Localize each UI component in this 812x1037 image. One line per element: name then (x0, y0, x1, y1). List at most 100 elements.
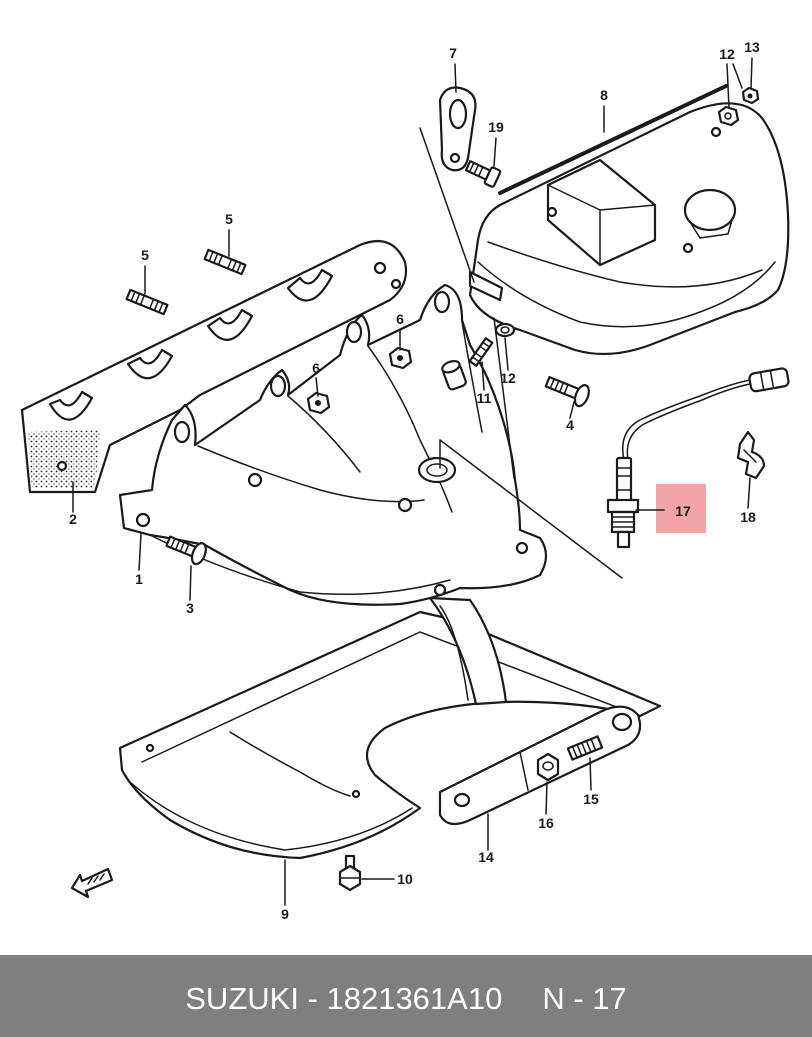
gasket-port-saddle (206, 308, 254, 341)
wire-clip-outline (736, 430, 766, 480)
callout-label: 6 (312, 360, 320, 376)
exhaust-manifold (118, 283, 548, 606)
manifold-outlet-flange (417, 456, 457, 484)
nut-bore (747, 93, 753, 99)
bracket-hole (453, 792, 471, 808)
callout-label: 3 (186, 600, 194, 616)
nut-6-upper (388, 346, 413, 370)
construction-lines (419, 127, 623, 579)
leader-line (454, 63, 457, 93)
bolt-head (190, 542, 207, 566)
bolt-body (566, 735, 604, 761)
heat-shield-ridge (487, 241, 763, 288)
manifold-boss (247, 472, 263, 488)
callout-label-highlighted: 17 (675, 503, 691, 519)
nut-bore (724, 112, 732, 120)
manifold-runner (197, 445, 425, 503)
bolt-thread (468, 162, 484, 177)
manifold-lower-plate (428, 596, 508, 706)
oxygen-sensor-connector (748, 367, 790, 393)
bracket-bend (519, 751, 529, 791)
callout-label: 13 (744, 39, 760, 55)
bracket-hole (611, 712, 633, 732)
lower-heat-cover-outline (118, 610, 662, 860)
callout-label: 4 (566, 417, 574, 433)
nut-13 (741, 86, 760, 105)
bolt-thread (549, 378, 569, 395)
manifold-boss (433, 583, 447, 597)
callout-label: 10 (397, 871, 413, 887)
callout-label: 1 (135, 571, 143, 587)
callout-label: 19 (488, 119, 504, 135)
footer-part-reference: SUZUKI - 1821361A10 (185, 981, 503, 1016)
manifold-port-flange (269, 374, 287, 398)
construction-line (493, 317, 515, 479)
stud-5-upper (203, 248, 247, 276)
leader-line (481, 361, 485, 391)
oxygen-sensor (606, 367, 790, 549)
heat-shield-inner-lip (477, 261, 776, 328)
nut-hex (717, 105, 740, 127)
bolt-thread (170, 537, 190, 555)
exhaust-manifold-outline (118, 283, 548, 606)
gasket-bolt-hole (373, 261, 387, 275)
leader-line (726, 63, 730, 109)
manifold-lower-plate-outline (428, 596, 508, 706)
leader-line (747, 477, 751, 509)
leader-line (493, 137, 497, 167)
manifold-port-flange (433, 290, 451, 314)
oxygen-sensor-body (615, 456, 633, 504)
callout-label: 7 (449, 45, 457, 61)
callout-label: 8 (600, 87, 608, 103)
leader-line (189, 565, 192, 601)
leader-line (138, 533, 142, 571)
callout-label: 2 (69, 511, 77, 527)
callout-label: 9 (281, 906, 289, 922)
manifold-runner (367, 345, 453, 513)
callout-label: 12 (719, 46, 735, 62)
bolt-4 (544, 376, 590, 408)
manifold-runner (287, 395, 361, 473)
bolt-10 (338, 854, 362, 892)
heat-shield-box-edge (547, 184, 656, 266)
construction-line (419, 127, 475, 283)
forward-arrow-marks (87, 873, 105, 885)
manifold-port-flange (173, 420, 191, 444)
bolt-thread (571, 738, 597, 759)
gasket-bolt-hole (390, 278, 402, 290)
manifold-egr-boss (441, 360, 467, 391)
lower-heat-cover-fold (141, 631, 641, 763)
gasket-plate-port (448, 98, 468, 130)
heat-shield-hole (710, 126, 722, 138)
callout-label: 15 (583, 791, 599, 807)
heat-shield (468, 84, 790, 356)
footer-bar: SUZUKI - 1821361A10 N - 17 (0, 955, 812, 1037)
callout-label: 5 (225, 211, 233, 227)
forward-arrow-icon (70, 867, 114, 899)
gasket-bolt-hole (56, 460, 68, 472)
callout-label: 11 (477, 390, 492, 406)
manifold-lower-plate-edge (439, 605, 469, 701)
lower-heat-cover (118, 610, 662, 860)
oxygen-sensor-thread-lines (611, 516, 635, 528)
lower-heat-cover-bead (229, 731, 351, 797)
manifold-boss (135, 512, 151, 528)
oxygen-sensor-wire (626, 383, 751, 461)
lower-heat-cover-hole (351, 789, 361, 799)
leader-line (315, 377, 319, 397)
manifold-runner (461, 321, 483, 433)
nut-bore (397, 355, 403, 361)
nut-bore (542, 761, 554, 771)
heat-shield-boss (683, 188, 737, 232)
callout-label: 18 (740, 509, 756, 525)
stud-body (203, 248, 247, 276)
manifold-egr-boss-face (441, 360, 461, 374)
nut-hex (536, 752, 560, 782)
heat-shield-hole (546, 206, 558, 218)
leader-line (504, 337, 509, 371)
leader-line (732, 63, 743, 89)
heat-shield-hole (682, 242, 694, 254)
stud-thread (208, 250, 242, 274)
nut-6-lower (306, 391, 331, 415)
manifold-port-flange (345, 320, 363, 344)
